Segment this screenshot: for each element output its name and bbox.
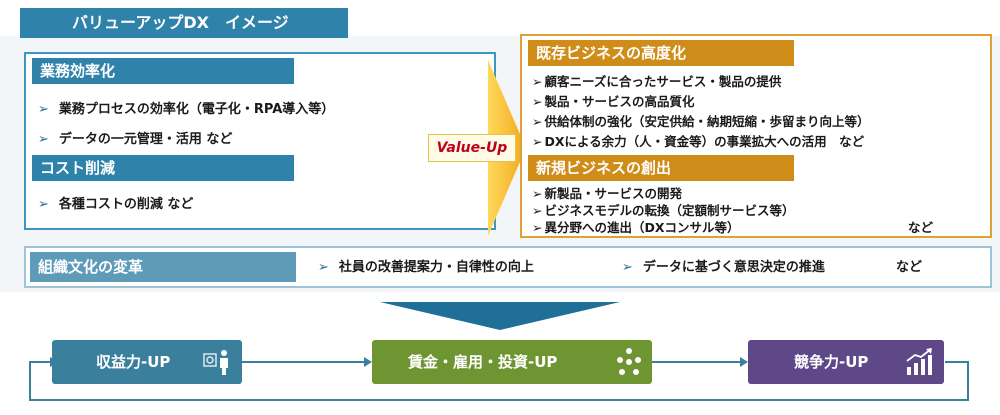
bullet-icon: ➢ xyxy=(622,260,633,275)
list-item: ➢各種コストの削減 など xyxy=(38,197,194,212)
section-heading-existing-business: 既存ビジネスの高度化 xyxy=(528,40,794,66)
list-item: ➢データに基づく意思決定の推進 xyxy=(622,260,825,275)
trailing-etc: など xyxy=(896,260,923,275)
value-up-label: Value-Up xyxy=(428,134,516,162)
list-item: ➢データの一元管理・活用 など xyxy=(38,132,233,147)
list-item: ➢DXによる余力（人・資金等）の事業拡大への活用 など xyxy=(532,134,865,149)
list-item: ➢業務プロセスの効率化（電子化・RPA導入等） xyxy=(38,102,335,117)
down-arrow-icon xyxy=(380,302,620,330)
section-heading-new-business: 新規ビジネスの創出 xyxy=(528,155,794,181)
outcome-profitability: 収益力-UP xyxy=(52,340,242,384)
section-heading-cost: コスト削減 xyxy=(32,155,294,181)
outcome-competitiveness: 競争力-UP xyxy=(748,340,944,384)
coins-network-icon xyxy=(617,348,641,375)
bullet-icon: ➢ xyxy=(532,74,543,89)
list-item: ➢新製品・サービスの開発 xyxy=(532,186,682,201)
bullet-icon: ➢ xyxy=(532,134,543,149)
analyst-person-icon xyxy=(203,350,228,375)
trailing-etc: など xyxy=(908,220,934,235)
growth-bar-chart-icon xyxy=(906,348,932,375)
bullet-icon: ➢ xyxy=(532,220,543,235)
list-item: ➢ビジネスモデルの転換（定額制サービス等） xyxy=(532,203,795,218)
bullet-icon: ➢ xyxy=(318,260,329,275)
list-item: ➢異分野への進出（DXコンサル等） xyxy=(532,220,740,235)
bullet-icon: ➢ xyxy=(38,102,49,117)
bullet-icon: ➢ xyxy=(532,94,543,109)
right-box xyxy=(520,34,992,238)
section-heading-efficiency: 業務効率化 xyxy=(32,58,294,84)
bullet-icon: ➢ xyxy=(532,203,543,218)
outcome-wages-employment-investment: 賃金・雇用・投資-UP xyxy=(372,340,652,384)
list-item: ➢社員の改善提案力・自律性の向上 xyxy=(318,260,534,275)
bullet-icon: ➢ xyxy=(532,186,543,201)
bullet-icon: ➢ xyxy=(38,197,49,212)
list-item: ➢供給体制の強化（安定供給・納期短縮・歩留まり向上等） xyxy=(532,114,870,129)
bullet-icon: ➢ xyxy=(38,132,49,147)
bullet-icon: ➢ xyxy=(532,114,543,129)
section-heading-culture: 組織文化の変革 xyxy=(30,252,296,282)
list-item: ➢製品・サービスの高品質化 xyxy=(532,94,695,109)
list-item: ➢顧客ニーズに合ったサービス・製品の提供 xyxy=(532,74,782,89)
page-title: バリューアップDX イメージ xyxy=(20,8,348,38)
